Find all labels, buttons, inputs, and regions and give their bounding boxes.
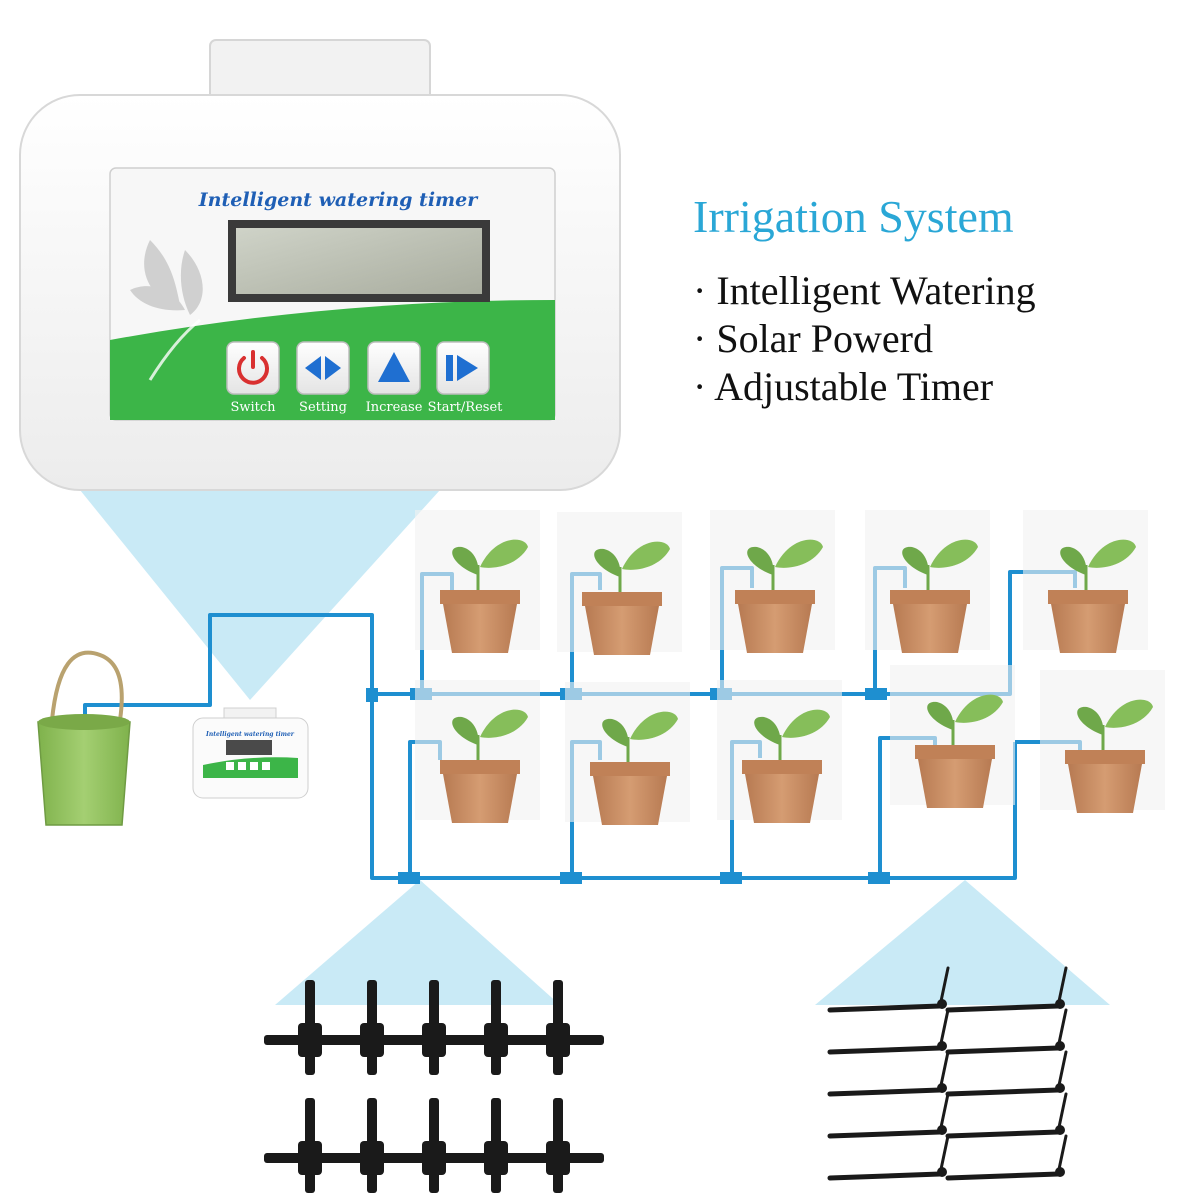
mini-timer-device: Intelligent watering timer xyxy=(192,707,309,799)
plant-pot xyxy=(710,510,835,653)
headline: Irrigation System xyxy=(693,191,1014,242)
plant-pot xyxy=(415,510,540,653)
tee-connector xyxy=(450,1098,542,1193)
up-triangle-icon xyxy=(378,352,410,382)
drip-stake xyxy=(945,1134,1068,1181)
increase-label: Increase xyxy=(366,400,423,415)
mini-lcd xyxy=(226,740,272,755)
drip-stake xyxy=(945,1092,1068,1139)
setting-button[interactable] xyxy=(296,341,350,395)
play-pause-icon xyxy=(446,355,478,381)
left-right-arrows-icon xyxy=(305,356,341,380)
tee-connectors xyxy=(264,980,604,1193)
tee-connector xyxy=(326,1098,418,1193)
drip-stake xyxy=(827,1008,950,1055)
stake-light-beam xyxy=(815,880,1110,1005)
drip-stake xyxy=(827,966,950,1013)
feature-item: · Solar Powerd xyxy=(693,316,933,361)
switch-button[interactable] xyxy=(226,341,280,395)
tee-connector xyxy=(264,1098,356,1193)
lily-flower-icon xyxy=(130,240,203,315)
plant-pot xyxy=(1023,510,1148,653)
tee-light-beam xyxy=(275,880,560,1005)
tee-connector xyxy=(512,1098,604,1193)
leaf-swirl xyxy=(148,318,201,381)
drip-stake xyxy=(945,966,1068,1013)
device-light-beam xyxy=(80,490,440,700)
plant-pot xyxy=(557,512,682,655)
switch-label: Switch xyxy=(230,400,276,415)
plant-pot xyxy=(865,510,990,653)
tee-connector xyxy=(388,1098,480,1193)
drip-stake xyxy=(945,1008,1068,1055)
power-icon xyxy=(237,350,269,385)
feature-item: · Intelligent Watering xyxy=(693,268,1036,313)
tee-connector xyxy=(326,980,418,1075)
water-bucket xyxy=(37,650,131,826)
start-reset-button[interactable] xyxy=(436,341,490,395)
tee-connector xyxy=(264,980,356,1075)
start-reset-label: Start/Reset xyxy=(428,400,504,415)
plant-pot xyxy=(717,680,842,823)
lcd-screen xyxy=(236,228,482,294)
tee-connector xyxy=(388,980,480,1075)
plant-pots xyxy=(415,510,1165,825)
mini-device-title: Intelligent watering timer xyxy=(205,731,295,738)
watering-timer-device: Intelligent watering timer xyxy=(19,39,621,491)
device-title: Intelligent watering timer xyxy=(198,189,479,211)
plant-pot xyxy=(1040,670,1165,813)
drip-stake xyxy=(827,1134,950,1181)
plant-pot xyxy=(565,682,690,825)
plant-pot xyxy=(890,665,1015,808)
drip-stakes xyxy=(827,966,1068,1181)
setting-label: Setting xyxy=(299,400,347,415)
feature-item: · Adjustable Timer xyxy=(693,364,993,409)
drip-stake xyxy=(827,1050,950,1097)
drip-stake xyxy=(827,1092,950,1139)
plant-pot xyxy=(415,680,540,823)
tee-connector xyxy=(512,980,604,1075)
drip-stake xyxy=(945,1050,1068,1097)
increase-button[interactable] xyxy=(367,341,421,395)
